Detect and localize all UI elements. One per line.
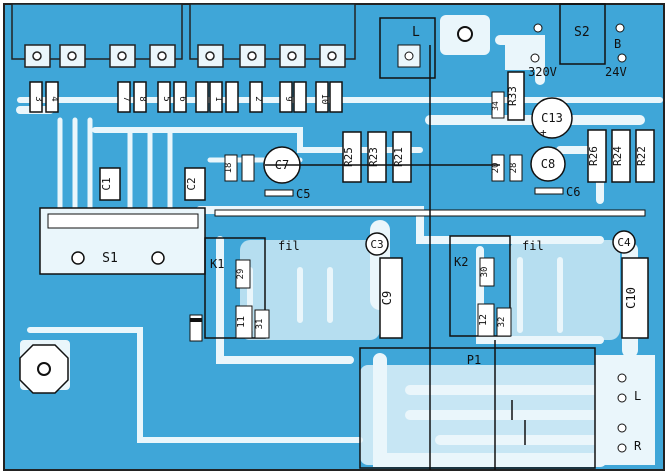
label-C13: C13 <box>541 111 563 125</box>
resistor-R21 <box>392 131 412 183</box>
label-C6: C6 <box>566 185 580 199</box>
label-32: 32 <box>497 317 507 328</box>
top-res-label: 3 <box>33 96 43 101</box>
connector-L <box>379 17 436 79</box>
label-C2: C2 <box>185 177 198 190</box>
top-res-label: 1 <box>213 96 223 101</box>
resistor-R22 <box>635 129 655 183</box>
label-K1: K1 <box>210 257 224 271</box>
top-res-label: 2 <box>253 96 263 101</box>
potentiometer-P1 <box>359 347 596 469</box>
top-res-label: 8 <box>137 96 147 101</box>
resistor-R23 <box>367 131 387 183</box>
label-R23: R23 <box>367 147 380 167</box>
top-res-label: 10 <box>319 94 329 105</box>
label-terminal-L: L <box>634 389 641 403</box>
capacitor-C2 <box>184 167 206 201</box>
label-R25: R25 <box>342 147 355 167</box>
label-R24: R24 <box>611 146 624 166</box>
connector-pins <box>32 51 337 61</box>
label-C9: C9 <box>380 291 394 305</box>
label-20: 20 <box>491 163 501 174</box>
label-fil-2: fil <box>522 239 544 253</box>
capacitor-C9 <box>379 257 403 339</box>
top-res-label: 5 <box>161 96 171 101</box>
label-11: 11 <box>236 316 247 328</box>
label-28: 28 <box>509 163 519 174</box>
label-24V: 24V <box>605 65 627 79</box>
capacitor-C10 <box>621 257 649 339</box>
top-connectors <box>11 3 356 68</box>
label-320V: 320V <box>528 65 557 79</box>
capacitor-C4 <box>612 230 636 254</box>
capacitor-C8 <box>530 146 566 182</box>
label-34: 34 <box>491 101 500 111</box>
top-res-label: 9 <box>283 96 293 101</box>
capacitor-C1 <box>99 167 121 201</box>
label-29: 29 <box>236 269 246 280</box>
capacitor-C6 <box>534 187 564 195</box>
mount-hole-bl <box>19 344 69 394</box>
label-P1: P1 <box>467 353 481 367</box>
relay-K1 <box>204 237 266 339</box>
capacitor-C5 <box>264 189 294 197</box>
capacitor-C13 <box>531 97 573 139</box>
label-S1: S1 <box>102 251 118 266</box>
resistor-R33 <box>507 71 525 121</box>
label-R33: R33 <box>506 86 519 106</box>
label-R26: R26 <box>587 146 600 166</box>
resistor-R25 <box>342 131 362 183</box>
top-res-label: 7 <box>121 96 131 101</box>
top-res-label: 4 <box>49 96 59 101</box>
top-res-label: 6 <box>177 96 187 101</box>
top-resistor-labels: 3 4 7 8 5 6 1 2 9 10 <box>33 94 329 105</box>
label-R21: R21 <box>392 147 405 167</box>
label-31: 31 <box>255 319 265 330</box>
label-K2: K2 <box>454 255 468 269</box>
top-resistor-row <box>29 81 343 113</box>
label-18: 18 <box>224 163 234 174</box>
label-C1: C1 <box>100 177 113 190</box>
label-12: 12 <box>478 314 489 326</box>
label-C4: C4 <box>617 236 631 249</box>
label-C3: C3 <box>370 238 383 251</box>
label-C5: C5 <box>296 187 310 201</box>
resistor-R26 <box>587 129 607 183</box>
mount-hole <box>457 26 473 42</box>
resistor-R24 <box>611 129 631 183</box>
label-C10: C10 <box>624 287 638 309</box>
connector-S2 <box>559 3 606 65</box>
label-R22: R22 <box>635 146 648 166</box>
label-terminal-R: R <box>634 439 642 453</box>
plus-sign: + <box>540 126 547 139</box>
label-S2: S2 <box>574 25 590 40</box>
capacitor-C3 <box>365 232 389 256</box>
label-L: L <box>412 25 420 40</box>
label-30: 30 <box>480 267 490 278</box>
label-B: B <box>614 37 621 51</box>
label-fil-1: fil <box>278 239 300 253</box>
label-C8: C8 <box>541 157 555 171</box>
